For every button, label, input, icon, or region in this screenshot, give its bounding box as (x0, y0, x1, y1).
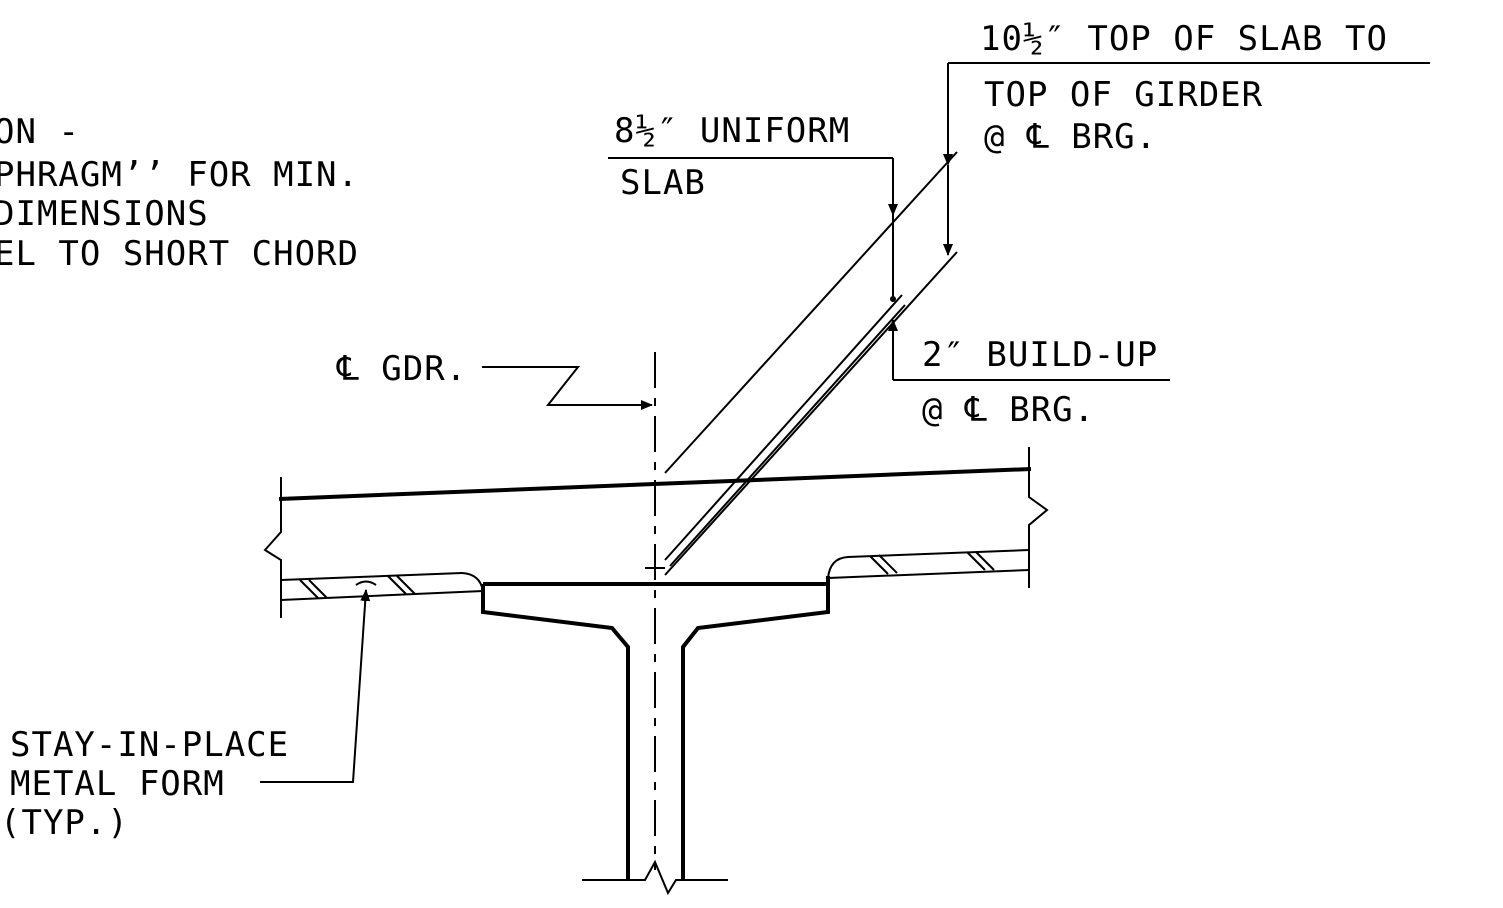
note-line-3: DIMENSIONS (0, 194, 209, 234)
girder-top-flange-right (681, 576, 830, 880)
right-form-hatch-2 (878, 554, 898, 574)
buildup-label-line-2: @ ℄ BRG. (922, 390, 1095, 430)
girder-top-projection-line (664, 251, 958, 576)
left-form-hatch-3 (387, 575, 407, 595)
buildup-projection-line-2 (669, 304, 906, 567)
slab-top-projection-line (664, 151, 958, 474)
left-form-hatch-4 (396, 575, 416, 595)
slab-to-girder-label-line-3: @ ℄ BRG. (984, 117, 1157, 157)
left-form-corrugation (355, 580, 377, 586)
left-form-hatch-2 (308, 579, 328, 599)
metal-form-leader (260, 589, 371, 783)
metal-form-label-line-1: STAY-IN-PLACE (10, 725, 289, 765)
buildup-projection-line-1 (664, 294, 903, 561)
left-form-hatch-1 (299, 579, 319, 599)
slab-to-girder-label-line-2: TOP OF GIRDER (984, 75, 1263, 115)
uniform-slab-label-line-2: SLAB (620, 163, 706, 203)
right-form-haunch-curve (827, 556, 849, 579)
right-form-top-line (847, 549, 1030, 558)
girder-top-flange-left (481, 584, 630, 880)
metal-form-label-line-2: METAL FORM (10, 764, 225, 804)
note-line-4: EL TO SHORT CHORD (0, 234, 359, 274)
left-form-bottom-line (280, 590, 484, 601)
right-form-bottom-line (827, 569, 1030, 579)
buildup-label-line-1: 2″ BUILD-UP (922, 335, 1158, 375)
left-form-top-line (280, 572, 463, 581)
right-form-hatch-3 (966, 551, 986, 571)
web-break-line (582, 859, 728, 896)
slab-top-surface (278, 467, 1032, 501)
right-form-hatch-1 (869, 555, 889, 575)
note-line-2: PHRAGM’’ FOR MIN. (0, 155, 359, 195)
note-line-1: ON - (0, 112, 80, 152)
uniform-slab-label-line-1: 8½″ UNIFORM (614, 111, 850, 151)
metal-form-label-line-3: (TYP.) (0, 803, 129, 843)
right-break-line (1028, 447, 1049, 588)
slab-to-girder-label-line-1: 10½″ TOP OF SLAB TO (980, 19, 1388, 59)
left-break-line (263, 477, 282, 618)
left-form-haunch-curve (461, 572, 484, 592)
buildup-reference-dot (890, 296, 896, 302)
right-form-hatch-4 (975, 551, 995, 571)
centerline-girder-label: ℄ GDR. (336, 349, 467, 389)
centerline-girder-leader (482, 366, 653, 410)
